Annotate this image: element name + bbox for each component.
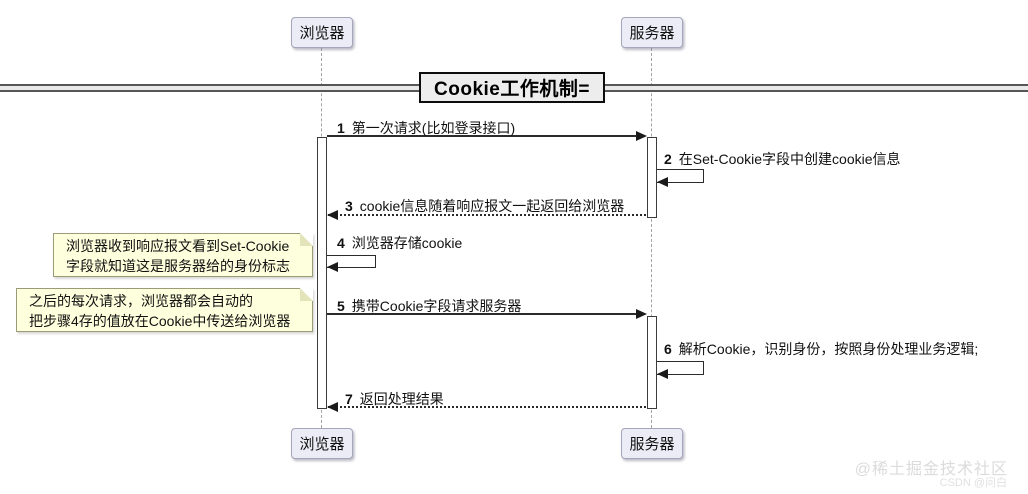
watermark-author: CSDN @问白	[939, 477, 1007, 489]
message-6-label: 6 解析Cookie，识别身份，按照身份处理业务逻辑;	[664, 339, 978, 359]
note-1-line-2: 字段就知道这是服务器给的身份标志	[66, 258, 290, 274]
message-3-arrow-line	[328, 214, 646, 216]
message-5-arrowhead-icon	[636, 309, 647, 319]
message-2-text: 在Set-Cookie字段中创建cookie信息	[678, 151, 901, 167]
server-activation-bar-2	[647, 316, 657, 409]
message-3-text: cookie信息随着响应报文一起返回给浏览器	[359, 198, 625, 214]
note-2-line-2: 把步骤4存的值放在Cookie中传送给浏览器	[29, 313, 291, 329]
message-5-text: 携带Cookie字段请求服务器	[351, 298, 522, 314]
message-4-text: 浏览器存储cookie	[351, 235, 463, 251]
message-1-text: 第一次请求(比如登录接口)	[351, 120, 516, 136]
browser-activation-bar	[317, 137, 327, 409]
message-3-number: 3	[345, 198, 353, 214]
participant-browser-top: 浏览器	[291, 17, 353, 48]
message-7-number: 7	[345, 391, 353, 407]
diagram-title: Cookie工作机制=	[419, 72, 605, 103]
message-7-arrow-line	[328, 406, 646, 408]
note-set-cookie-meaning: 浏览器收到响应报文看到Set-Cookie 字段就知道这是服务器给的身份标志	[53, 233, 313, 277]
message-2-label: 2 在Set-Cookie字段中创建cookie信息	[664, 149, 901, 169]
message-4-number: 4	[337, 235, 345, 251]
note-1-line-1: 浏览器收到响应报文看到Set-Cookie	[66, 238, 290, 254]
message-2-number: 2	[664, 151, 672, 167]
message-6-number: 6	[664, 341, 672, 357]
message-1-number: 1	[337, 120, 345, 136]
message-4-arrowhead-icon	[327, 262, 338, 272]
message-1-arrowhead-icon	[636, 131, 647, 141]
message-2-arrowhead-icon	[657, 177, 668, 187]
message-7-arrowhead-icon	[327, 402, 338, 412]
message-1-label: 1 第一次请求(比如登录接口)	[337, 118, 515, 138]
server-lifeline	[651, 48, 652, 428]
message-3-label: 3 cookie信息随着响应报文一起返回给浏览器	[345, 196, 624, 216]
message-2-selfloop	[657, 169, 704, 183]
message-6-selfloop	[657, 361, 704, 375]
participant-browser-bottom: 浏览器	[291, 428, 353, 459]
message-3-arrowhead-icon	[327, 210, 338, 220]
server-activation-bar-1	[647, 137, 657, 218]
message-6-arrowhead-icon	[657, 369, 668, 379]
note-2-line-1: 之后的每次请求，浏览器都会自动的	[29, 293, 253, 309]
message-5-number: 5	[337, 298, 345, 314]
message-4-label: 4 浏览器存储cookie	[337, 233, 462, 253]
message-4-selfloop	[327, 255, 376, 268]
participant-server-bottom: 服务器	[621, 428, 683, 459]
message-1-arrow-line	[327, 135, 636, 137]
note-auto-send-cookie: 之后的每次请求，浏览器都会自动的 把步骤4存的值放在Cookie中传送给浏览器	[16, 288, 313, 332]
message-5-label: 5 携带Cookie字段请求服务器	[337, 296, 521, 316]
message-7-text: 返回处理结果	[359, 391, 444, 407]
message-7-label: 7 返回处理结果	[345, 389, 444, 409]
message-5-arrow-line	[327, 313, 636, 315]
message-6-text: 解析Cookie，识别身份，按照身份处理业务逻辑;	[678, 341, 979, 357]
watermark-community: @稀土掘金技术社区	[854, 461, 1008, 478]
participant-server-top: 服务器	[621, 17, 683, 48]
